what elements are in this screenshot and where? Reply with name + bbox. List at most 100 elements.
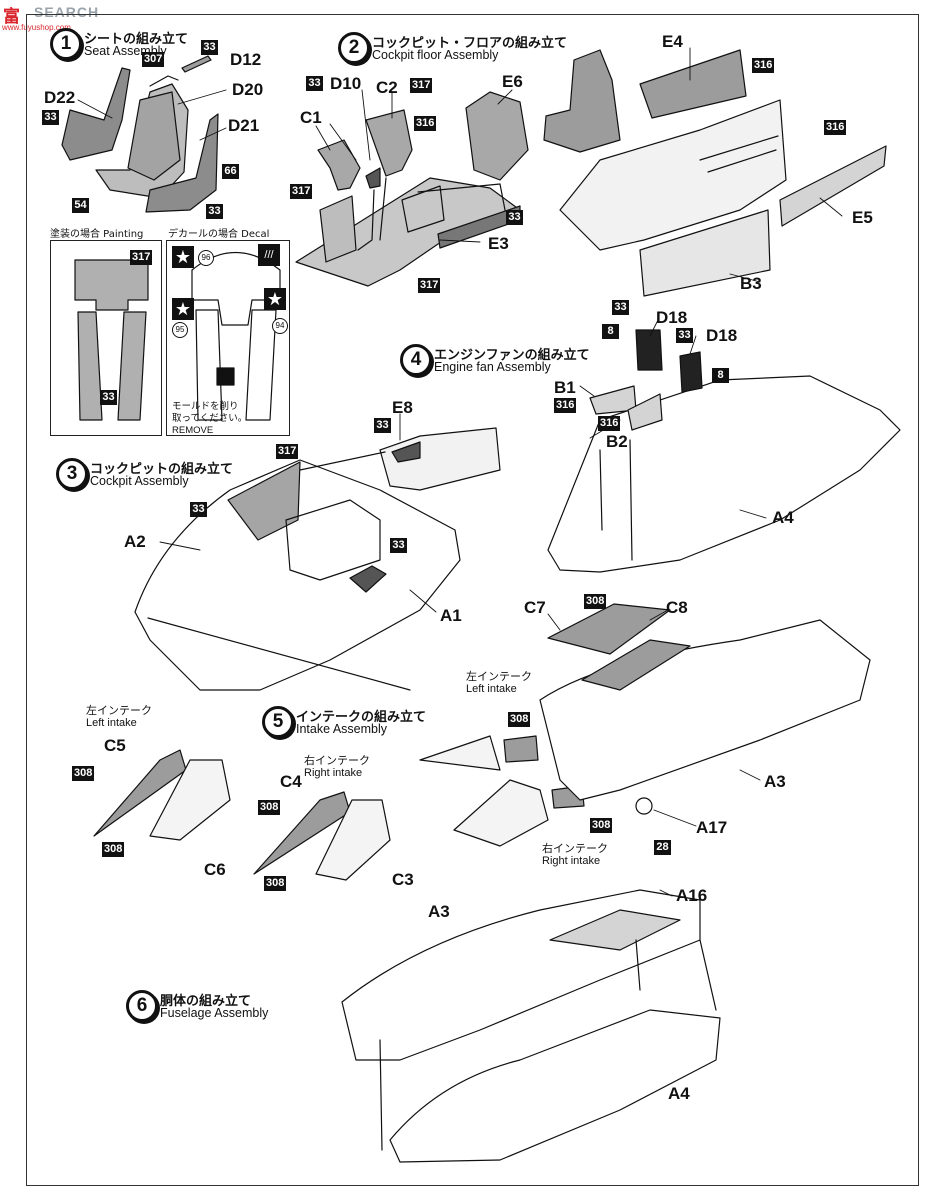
paint-code: 54 — [72, 198, 89, 213]
paint-code: 33 — [506, 210, 523, 225]
decal-number: 95 — [172, 322, 188, 338]
step-5-number: 5 — [262, 706, 294, 738]
paint-code: 308 — [72, 766, 95, 781]
paint-code: 33 — [190, 502, 207, 517]
part-label-a16: A16 — [676, 886, 708, 905]
paint-code: 33 — [206, 204, 223, 219]
decal-number: 94 — [272, 318, 288, 334]
paint-code: 317 — [130, 250, 153, 265]
cockpit-assembly-drawing — [134, 427, 501, 691]
part-label-c3: C3 — [392, 870, 414, 889]
part-label-c4: C4 — [280, 772, 302, 791]
right-intake-label-jp-step5: 右インテーク — [542, 842, 608, 855]
part-label-d10: D10 — [330, 74, 362, 93]
left-intake-label-en: Left intake — [86, 717, 137, 729]
step-5-title-en: Intake Assembly — [296, 722, 388, 736]
painting-caption: 塗装の場合 Painting — [50, 229, 144, 240]
step-3-number: 3 — [56, 458, 88, 490]
step-4-number: 4 — [400, 344, 432, 376]
step-6-title-en: Fuselage Assembly — [160, 1006, 269, 1020]
part-label-e5: E5 — [852, 208, 873, 227]
paint-code: 33 — [100, 390, 117, 405]
right-intake-label-en: Right intake — [304, 767, 363, 779]
step-2-number: 2 — [338, 32, 370, 64]
left-intake-label-en-step5: Left intake — [466, 683, 517, 695]
step-6-number: 6 — [126, 990, 158, 1022]
step-6-title-jp: 胴体の組み立て — [160, 994, 252, 1009]
star-decal-icon: ★ — [172, 246, 194, 268]
part-label-e6: E6 — [502, 72, 523, 91]
stripe-decal-icon: /// — [258, 244, 280, 266]
cockpit-floor-drawing — [295, 91, 529, 287]
paint-code: 308 — [590, 818, 613, 833]
part-label-c5: C5 — [104, 736, 126, 755]
paint-code: 317 — [418, 278, 441, 293]
paint-code: 28 — [654, 840, 671, 855]
paint-code: 317 — [290, 184, 313, 199]
step-3-title-jp: コックピットの組み立て — [90, 462, 234, 477]
paint-code: 308 — [258, 800, 281, 815]
paint-code: 316 — [598, 416, 621, 431]
step-1-number: 1 — [50, 28, 82, 60]
part-label-d22: D22 — [44, 88, 76, 107]
part-label-a3: A3 — [764, 772, 786, 791]
part-label-d18-lower: D18 — [706, 326, 738, 345]
paint-code: 33 — [42, 110, 59, 125]
part-label-e3: E3 — [488, 234, 509, 253]
part-label-a17: A17 — [696, 818, 728, 837]
paint-code: 307 — [142, 52, 165, 67]
paint-code: 33 — [374, 418, 391, 433]
part-label-a4: A4 — [772, 508, 794, 527]
step-4-title-en: Engine fan Assembly — [434, 360, 551, 374]
paint-code: 33 — [306, 76, 323, 91]
paint-code: 308 — [102, 842, 125, 857]
right-intake-label-jp: 右インテーク — [304, 754, 370, 767]
paint-code: 33 — [676, 328, 693, 343]
paint-code: 316 — [752, 58, 775, 73]
painting-box — [50, 240, 162, 436]
paint-code: 317 — [276, 444, 299, 459]
paint-code: 316 — [414, 116, 437, 131]
part-label-c6: C6 — [204, 860, 226, 879]
watermark: 富 SEARCH www.fuyushop.com — [0, 0, 160, 34]
part-label-a1: A1 — [440, 606, 462, 625]
part-label-c8: C8 — [666, 598, 688, 617]
paint-code: 33 — [201, 40, 218, 55]
paint-code: 308 — [264, 876, 287, 891]
watermark-brand: SEARCH — [34, 4, 100, 20]
step-1-title-jp: シートの組み立て — [84, 32, 189, 47]
remove-note-en: REMOVE — [172, 425, 214, 436]
remove-note-jp-1: モールドを削り — [172, 401, 239, 412]
part-label-b2: B2 — [606, 432, 628, 451]
part-label-e4: E4 — [662, 32, 683, 51]
watermark-logo: 富 — [3, 7, 21, 27]
cockpit-tub-drawing — [543, 49, 887, 297]
star-decal-icon: ★ — [172, 298, 194, 320]
page-frame — [26, 14, 919, 1186]
step-5-title-jp: インテークの組み立て — [296, 710, 427, 725]
step-3-title-en: Cockpit Assembly — [90, 474, 189, 488]
part-label-a2: A2 — [124, 532, 146, 551]
paint-code: 308 — [584, 594, 607, 609]
part-label-d18-upper: D18 — [656, 308, 688, 327]
decal-number: 96 — [198, 250, 214, 266]
part-label-e8: E8 — [392, 398, 413, 417]
leader-lines — [77, 47, 843, 897]
paint-code: 316 — [824, 120, 847, 135]
part-label-d21: D21 — [228, 116, 260, 135]
step-4-title-jp: エンジンファンの組み立て — [434, 348, 590, 363]
part-label-c7: C7 — [524, 598, 546, 617]
decal-caption: デカールの場合 Decal — [168, 229, 270, 240]
paint-code: 33 — [612, 300, 629, 315]
watermark-site: www.fuyushop.com — [2, 23, 71, 32]
part-label-b3: B3 — [740, 274, 762, 293]
right-intake-label-en-step5: Right intake — [542, 855, 601, 867]
part-label-d20: D20 — [232, 80, 264, 99]
paint-code: 317 — [410, 78, 433, 93]
paint-code: 66 — [222, 164, 239, 179]
paint-code: 8 — [602, 324, 619, 339]
paint-code: 308 — [508, 712, 531, 727]
paint-code: 8 — [712, 368, 729, 383]
star-decal-icon: ★ — [264, 288, 286, 310]
